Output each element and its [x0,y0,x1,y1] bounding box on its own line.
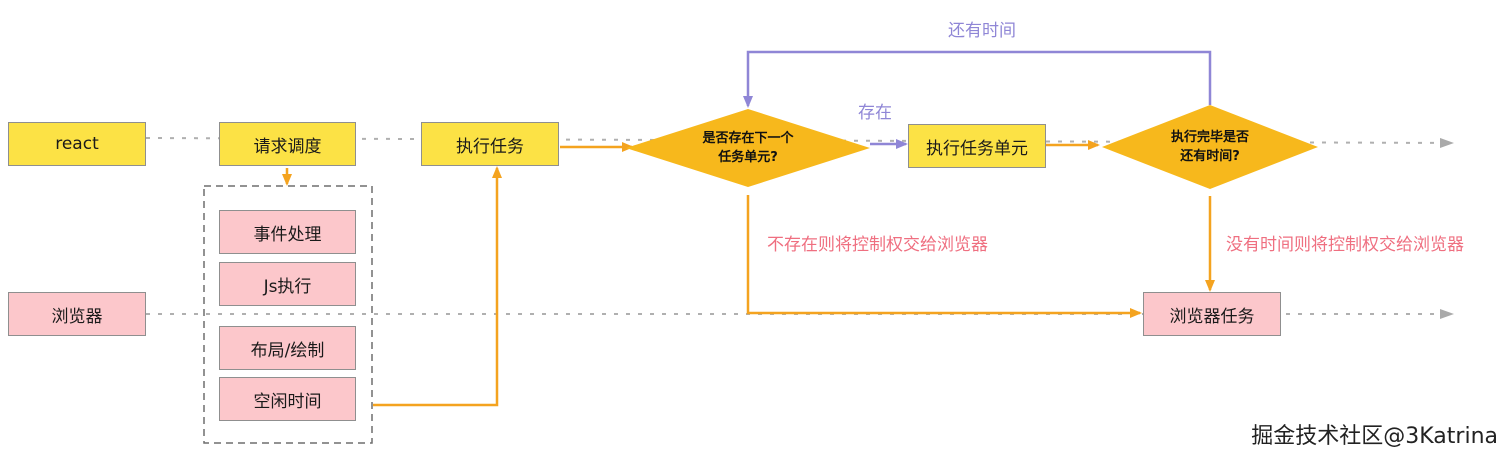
execute-task-node: 执行任务 [421,122,559,166]
decision-has-next-unit [626,109,870,187]
browser-work-group [203,185,373,444]
label-exists: 存在 [858,103,892,123]
browser-node: 浏览器 [8,292,146,336]
arrow-time-left-loop [743,50,1212,108]
layout-paint-node: 布局/绘制 [219,326,356,370]
watermark: 掘金技术社区@3Katrina [1251,424,1498,449]
react-lane [145,137,1454,148]
react-node: react [8,122,146,166]
event-handling-node: 事件处理 [219,210,356,254]
browser-task-node: 浏览器任务 [1143,292,1281,336]
label-time-left: 还有时间 [948,21,1016,41]
decision-has-next-text: 是否存在下一个 任务单元? [702,131,794,165]
arrow-idle-to-execute [373,166,502,407]
execute-unit-node: 执行任务单元 [908,124,1046,168]
decision-time-left-text: 执行完毕是否 还有时间? [1170,130,1249,164]
idle-time-node: 空闲时间 [219,377,356,421]
label-no-time: 没有时间则将控制权交给浏览器 [1226,235,1464,255]
arrow-not-exists [746,195,1142,318]
schedule-node: 请求调度 [219,122,356,166]
label-not-exists: 不存在则将控制权交给浏览器 [767,235,988,255]
js-execution-node: Js执行 [219,262,356,306]
decision-time-remaining [1102,105,1318,189]
